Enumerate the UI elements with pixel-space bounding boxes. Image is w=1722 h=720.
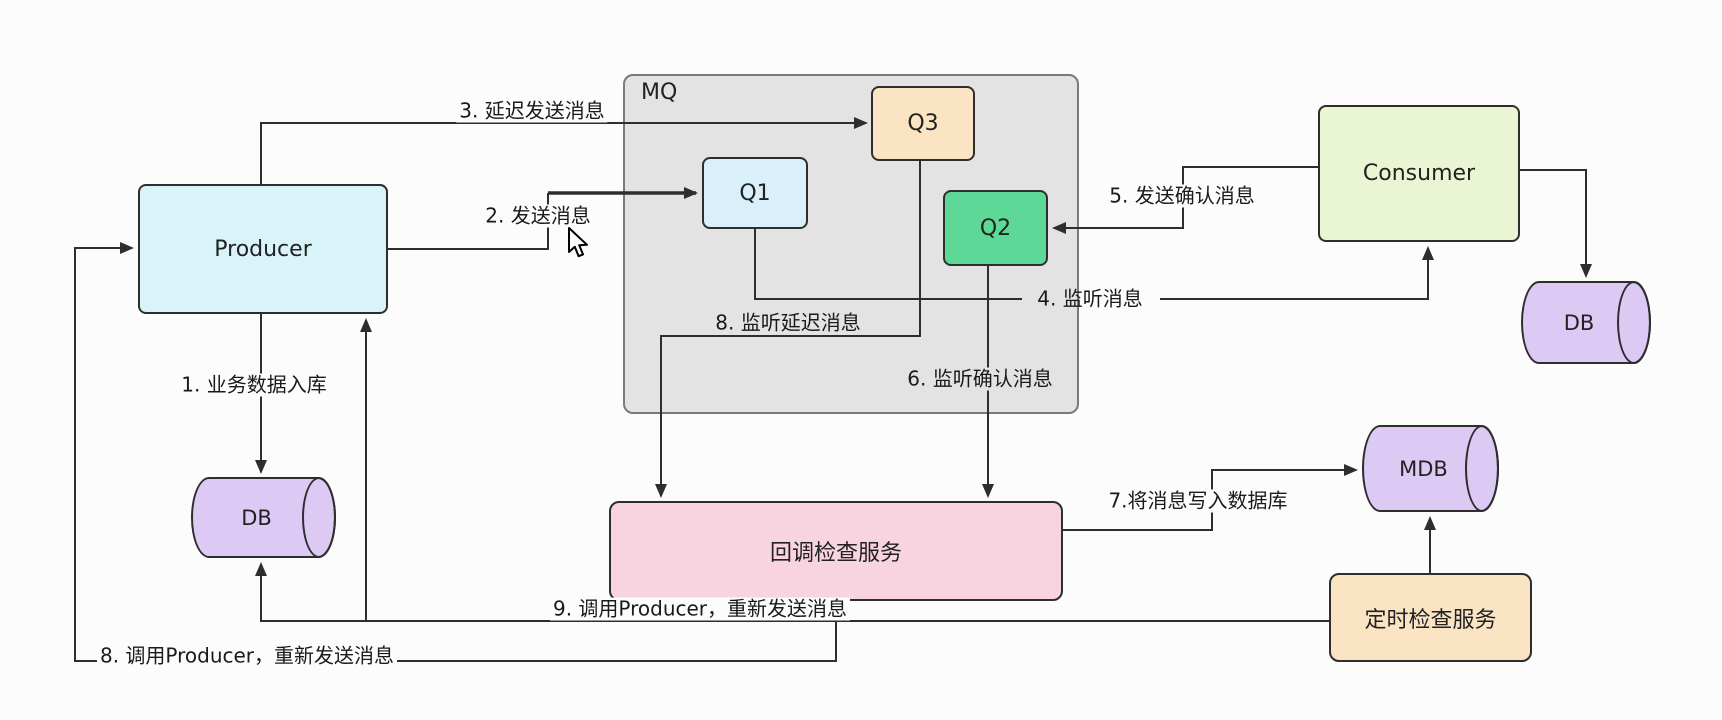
edge-label-write-mdb: 7.将消息写入数据库 xyxy=(1105,489,1291,513)
mq-label: MQ xyxy=(641,80,678,105)
edge-listen-line-right xyxy=(1160,246,1434,300)
edge-label-data-to-db: 1. 业务数据入库 xyxy=(178,373,330,397)
edge-recall-producer-line xyxy=(255,562,1329,622)
node-q1-label: Q1 xyxy=(739,180,771,206)
edge-consumer-to-db-line xyxy=(1520,169,1592,278)
edge-label-callback-recall: 8. 调用Producer，重新发送消息 xyxy=(96,644,398,668)
node-callback-check-service-label: 回调检查服务 xyxy=(769,541,902,566)
mouse-cursor-icon xyxy=(568,227,588,258)
edge-callback-recall-line xyxy=(74,242,837,662)
edge-label-listen-delay: 8. 监听延迟消息 xyxy=(712,311,864,335)
node-q2: Q2 xyxy=(943,190,1048,266)
node-q2-label: Q2 xyxy=(979,215,1012,241)
node-mdb-label: MDB xyxy=(1399,456,1448,481)
node-timer-check-service-label: 定时检查服务 xyxy=(1364,607,1497,633)
edge-label-listen-confirm: 6. 监听确认消息 xyxy=(904,367,1056,391)
edge-label-listen: 4. 监听消息 xyxy=(1037,286,1143,311)
node-db-left-label: DB xyxy=(241,505,272,530)
node-db-right: DB xyxy=(1521,281,1651,364)
edge-listen-line-left xyxy=(754,229,1022,300)
node-q3-label: Q3 xyxy=(907,111,939,136)
node-db-left: DB xyxy=(191,477,336,558)
edge-label-delay-send: 3. 延迟发送消息 xyxy=(456,99,608,123)
edge-delay-send-line xyxy=(260,117,868,184)
node-consumer-label: Consumer xyxy=(1362,161,1476,186)
edge-listen-delay-line xyxy=(655,161,921,498)
edge-label-send: 2. 发送消息 xyxy=(482,204,594,228)
edge-label-recall-producer: 9. 调用Producer，重新发送消息 xyxy=(549,597,851,621)
node-mdb: MDB xyxy=(1362,425,1499,512)
node-q3: Q3 xyxy=(871,86,975,161)
edge-label-confirm-send: 5. 发送确认消息 xyxy=(1106,184,1258,208)
node-db-right-label: DB xyxy=(1563,310,1595,335)
node-q1: Q1 xyxy=(702,157,808,229)
node-callback-check-service: 回调检查服务 xyxy=(609,501,1063,601)
node-producer: Producer xyxy=(138,184,388,314)
node-timer-check-service: 定时检查服务 xyxy=(1329,573,1532,662)
node-producer-label: Producer xyxy=(214,236,312,262)
node-consumer: Consumer xyxy=(1318,105,1520,242)
